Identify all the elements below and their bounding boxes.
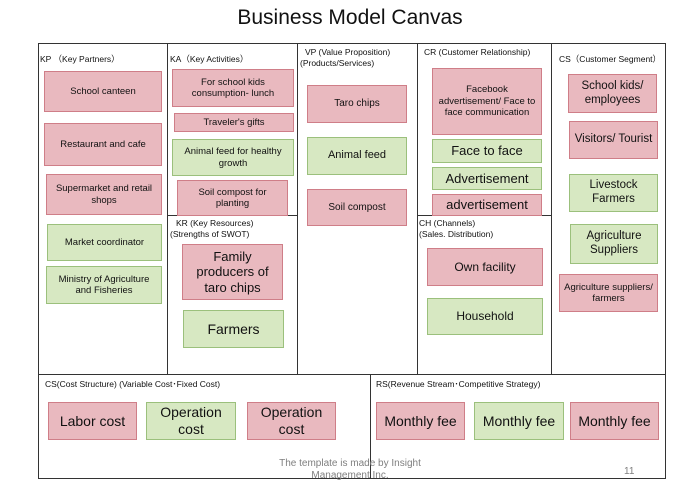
key-partner-card: Supermarket and retail shops xyxy=(46,174,162,215)
customer-segment-card: School kids/ employees xyxy=(568,74,657,113)
key-resource-card: Farmers xyxy=(183,310,284,348)
divider xyxy=(38,374,666,375)
customer-segment-card: Agriculture suppliers/ farmers xyxy=(559,274,658,312)
value-proposition-card: Taro chips xyxy=(307,85,407,123)
customer-relationship-card: Facebook advertisement/ Face to face com… xyxy=(432,68,542,135)
value-proposition-card: Animal feed xyxy=(307,137,407,175)
customer-relationship-card: Advertisement xyxy=(432,167,542,190)
page-number: 11 xyxy=(624,466,635,477)
cost-card: Operation cost xyxy=(146,402,236,440)
key-partners-header: KP （Key Partners） xyxy=(40,54,120,64)
key-partner-card: Ministry of Agriculture and Fisheries xyxy=(46,266,162,304)
cost-card: Operation cost xyxy=(247,402,336,440)
page-title: Business Model Canvas xyxy=(237,6,463,29)
value-proposition-header: VP (Value Proposition) xyxy=(305,47,391,57)
key-activities-header: KA（Key Activities） xyxy=(170,54,249,64)
footer-credit: The template is made by Insight Manageme… xyxy=(279,458,421,481)
key-activity-card: Animal feed for healthy growth xyxy=(172,139,294,176)
customer-relationship-card: advertisement xyxy=(432,194,542,216)
divider xyxy=(551,43,552,374)
revenue-card: Monthly fee xyxy=(376,402,465,440)
customer-segment-card: Agriculture Suppliers xyxy=(570,224,658,264)
cost-card: Labor cost xyxy=(48,402,137,440)
key-resource-card: Family producers of taro chips xyxy=(182,244,283,300)
divider xyxy=(370,374,371,479)
customer-relationship-card: Face to face xyxy=(432,139,542,163)
value-proposition-card: Soil compost xyxy=(307,189,407,226)
key-partner-card: Restaurant and cafe xyxy=(44,123,162,166)
revenue-stream-header: RS(Revenue Stream･Competitive Strategy) xyxy=(376,379,541,389)
customer-segment-header: CS（Customer Segment） xyxy=(559,54,662,64)
revenue-card: Monthly fee xyxy=(474,402,564,440)
channel-card: Household xyxy=(427,298,543,335)
channel-card: Own facility xyxy=(427,248,543,286)
revenue-card: Monthly fee xyxy=(570,402,659,440)
canvas-frame xyxy=(38,43,666,479)
customer-segment-card: Livestock Farmers xyxy=(569,174,658,212)
channels-header: CH (Channels) xyxy=(419,218,476,228)
key-partner-card: School canteen xyxy=(44,71,162,112)
divider xyxy=(417,43,418,374)
key-resources-header: KR (Key Resources) xyxy=(176,218,254,228)
customer-segment-card: Visitors/ Tourist xyxy=(569,121,658,159)
customer-relationship-header: CR (Customer Relationship) xyxy=(424,47,531,57)
key-resources-subheader: (Strengths of SWOT) xyxy=(170,229,250,239)
key-activity-card: Traveler's gifts xyxy=(174,113,294,132)
divider xyxy=(167,43,168,374)
key-activity-card: Soil compost for planting xyxy=(177,180,288,216)
divider xyxy=(297,43,298,374)
channels-subheader: (Sales. Distribution) xyxy=(419,229,494,239)
key-activity-card: For school kids consumption- lunch xyxy=(172,69,294,107)
key-partner-card: Market coordinator xyxy=(47,224,162,261)
cost-structure-header: CS(Cost Structure) (Variable Cost･Fixed … xyxy=(45,379,221,389)
value-proposition-subheader: (Products/Services) xyxy=(300,58,375,68)
